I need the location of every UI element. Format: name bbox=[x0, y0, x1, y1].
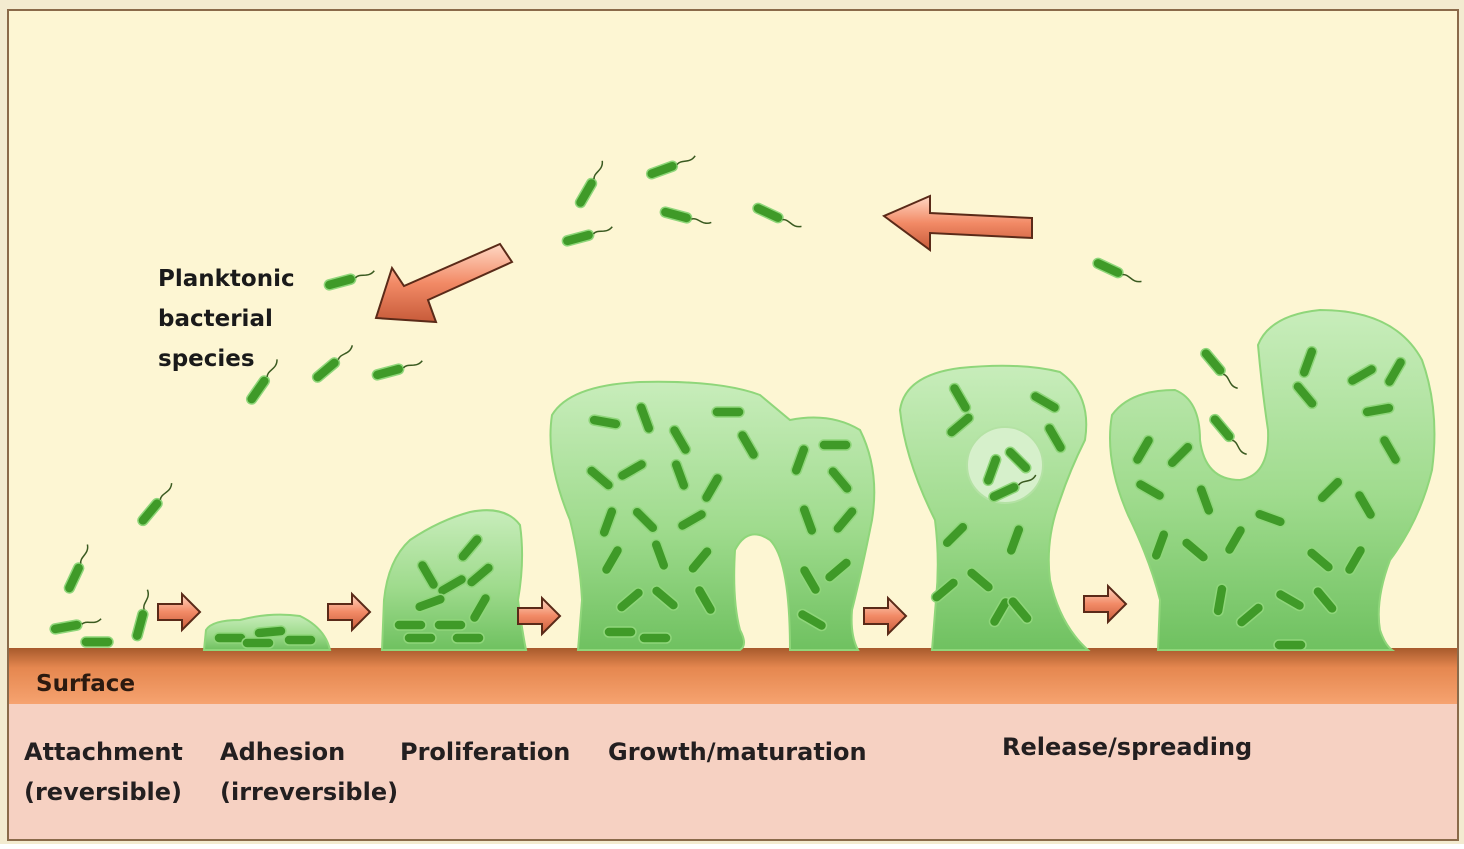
stage-label-adhesion-sub: (irreversible) bbox=[220, 778, 398, 806]
planktonic-label-line3: species bbox=[158, 346, 255, 372]
maturation-film bbox=[550, 382, 874, 650]
stage-label-attachment-sub: (reversible) bbox=[24, 778, 182, 806]
label-band bbox=[9, 704, 1457, 839]
surface-label: Surface bbox=[36, 671, 135, 697]
surface-band bbox=[9, 648, 1457, 704]
stage-label-proliferation: Proliferation bbox=[400, 738, 570, 766]
stage-label-growth: Growth/maturation bbox=[608, 738, 867, 766]
planktonic-label-line1: Planktonic bbox=[158, 266, 295, 292]
stage-label-release: Release/spreading bbox=[1002, 733, 1252, 761]
stage-label-attachment: Attachment bbox=[24, 738, 183, 766]
stage-label-adhesion: Adhesion bbox=[220, 738, 345, 766]
planktonic-label-line2: bacterial bbox=[158, 306, 273, 332]
